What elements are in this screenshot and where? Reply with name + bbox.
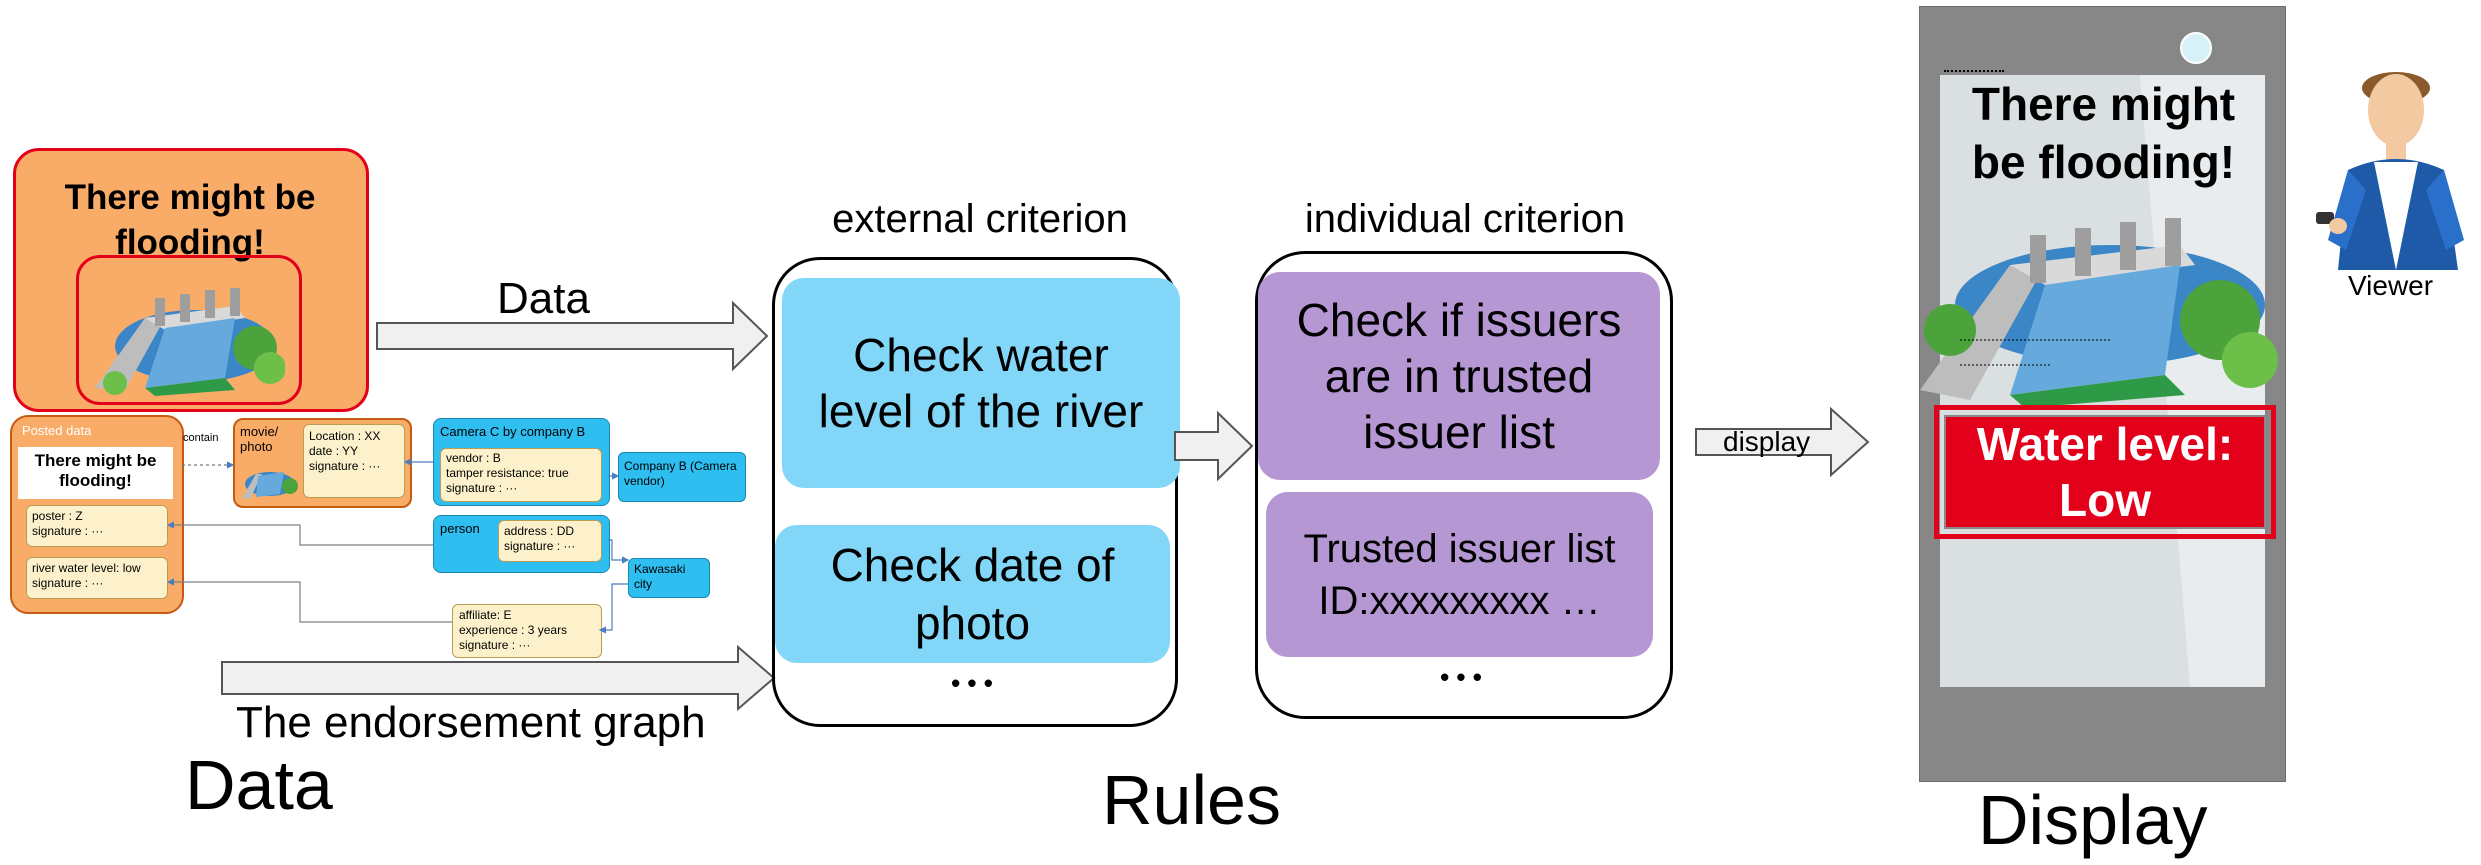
movie-thumbnail-icon bbox=[242, 472, 298, 499]
individual-criterion-title: individual criterion bbox=[1304, 197, 1626, 241]
external-criterion-title: external criterion bbox=[832, 197, 1128, 241]
person-label: person bbox=[440, 521, 480, 536]
tamper-field: tamper resistance: true bbox=[446, 466, 569, 480]
person-fields-box: address : DD signature : ··· bbox=[498, 520, 602, 562]
display-arrow bbox=[1695, 406, 1870, 478]
rule-check-photo-date: Check date of photo bbox=[775, 525, 1170, 663]
viewer-label: Viewer bbox=[2348, 270, 2434, 301]
display-dam-image bbox=[1920, 218, 2278, 408]
display-arrow-label: display bbox=[1723, 426, 1811, 457]
affiliate-signature: signature : ··· bbox=[459, 638, 531, 652]
data-arrow bbox=[376, 300, 769, 372]
dam-image bbox=[95, 288, 285, 396]
individual-more: • • • bbox=[1440, 662, 1482, 692]
poster-signature: signature : ··· bbox=[32, 524, 104, 538]
section-display-title: Display bbox=[1978, 781, 2208, 859]
river-signature: signature : ··· bbox=[32, 576, 104, 590]
experience-field: experience : 3 years bbox=[459, 623, 568, 637]
posted-data-label: Posted data bbox=[22, 423, 92, 438]
phone-camera-icon bbox=[2180, 32, 2212, 64]
individual-criterion-frame bbox=[1255, 251, 1673, 719]
section-data-title: Data bbox=[185, 746, 333, 824]
water-level-badge: Water level: Low bbox=[1944, 415, 2266, 529]
person-signature: signature : ··· bbox=[504, 539, 576, 553]
water-level-frame bbox=[1934, 405, 2276, 539]
post-card-image-frame bbox=[76, 255, 302, 405]
poster-field: poster : Z bbox=[32, 509, 83, 523]
camera-title: Camera C by company B bbox=[440, 424, 586, 439]
endorsement-arrow bbox=[221, 645, 776, 712]
external-more: • • • bbox=[951, 668, 993, 698]
river-field: river water level: low bbox=[32, 561, 141, 575]
location-field: Location : XX bbox=[309, 429, 381, 443]
company-box bbox=[618, 452, 746, 502]
address-field: address : DD bbox=[504, 524, 575, 538]
affiliate-box: affiliate: E experience : 3 years signat… bbox=[452, 604, 602, 658]
data-arrow-label: Data bbox=[497, 274, 590, 323]
river-box: river water level: low signature : ··· bbox=[26, 557, 168, 599]
company-label: Company B (Camera vendor) bbox=[624, 459, 737, 488]
location-box: Location : XX date : YY signature : ··· bbox=[303, 424, 405, 498]
trusted-issuer-list: Trusted issuer list ID:xxxxxxxxx … bbox=[1266, 492, 1653, 657]
graph-connectors bbox=[166, 458, 630, 634]
viewer-avatar bbox=[2316, 72, 2464, 270]
city-box bbox=[628, 558, 710, 598]
rule-check-water-level: Check water level of the river bbox=[782, 278, 1180, 488]
affiliate-field: affiliate: E bbox=[459, 608, 512, 622]
date-field: date : YY bbox=[309, 444, 359, 458]
camera-signature: signature : ··· bbox=[446, 481, 518, 495]
camera-fields-box: vendor : B tamper resistance: true signa… bbox=[440, 448, 602, 502]
city-label: Kawasaki city bbox=[634, 562, 686, 591]
rules-connector-arrow bbox=[1174, 410, 1254, 482]
rule-check-issuers: Check if issuers are in trusted issuer l… bbox=[1258, 272, 1660, 480]
vendor-field: vendor : B bbox=[446, 451, 501, 465]
location-signature: signature : ··· bbox=[309, 459, 381, 473]
endorsement-graph-label: The endorsement graph bbox=[236, 698, 706, 747]
section-rules-title: Rules bbox=[1102, 761, 1281, 839]
movie-label: movie/ photo bbox=[240, 424, 279, 454]
dotted-mark bbox=[1944, 70, 2004, 72]
posted-data-text: There might be flooding! bbox=[18, 447, 173, 499]
display-headline: There might be flooding! bbox=[1971, 78, 2236, 188]
external-criterion-frame bbox=[772, 257, 1178, 727]
contain-label: contain bbox=[183, 432, 219, 444]
